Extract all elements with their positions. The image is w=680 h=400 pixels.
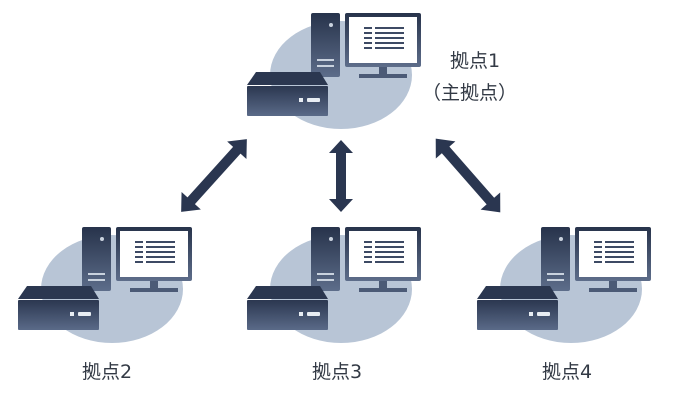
site1-sublabel: （主拠点） <box>422 82 518 104</box>
site4-label: 拠点4 <box>542 361 593 383</box>
site3-label: 拠点3 <box>312 361 363 383</box>
link-arrow-site1-site4 <box>435 138 501 213</box>
site4-node <box>477 227 651 343</box>
link-arrow-site1-site2 <box>181 139 247 212</box>
site3-devices-icon <box>247 227 421 343</box>
site1-label: 拠点1 <box>450 50 501 72</box>
site2-label: 拠点2 <box>82 361 133 383</box>
site1-node <box>247 13 421 129</box>
site2-devices-icon <box>18 227 192 343</box>
site4-devices-icon <box>477 227 651 343</box>
site1-devices-icon <box>247 13 421 129</box>
link-arrow-site1-site3 <box>329 140 353 212</box>
site3-node <box>247 227 421 343</box>
site2-node <box>18 227 192 343</box>
